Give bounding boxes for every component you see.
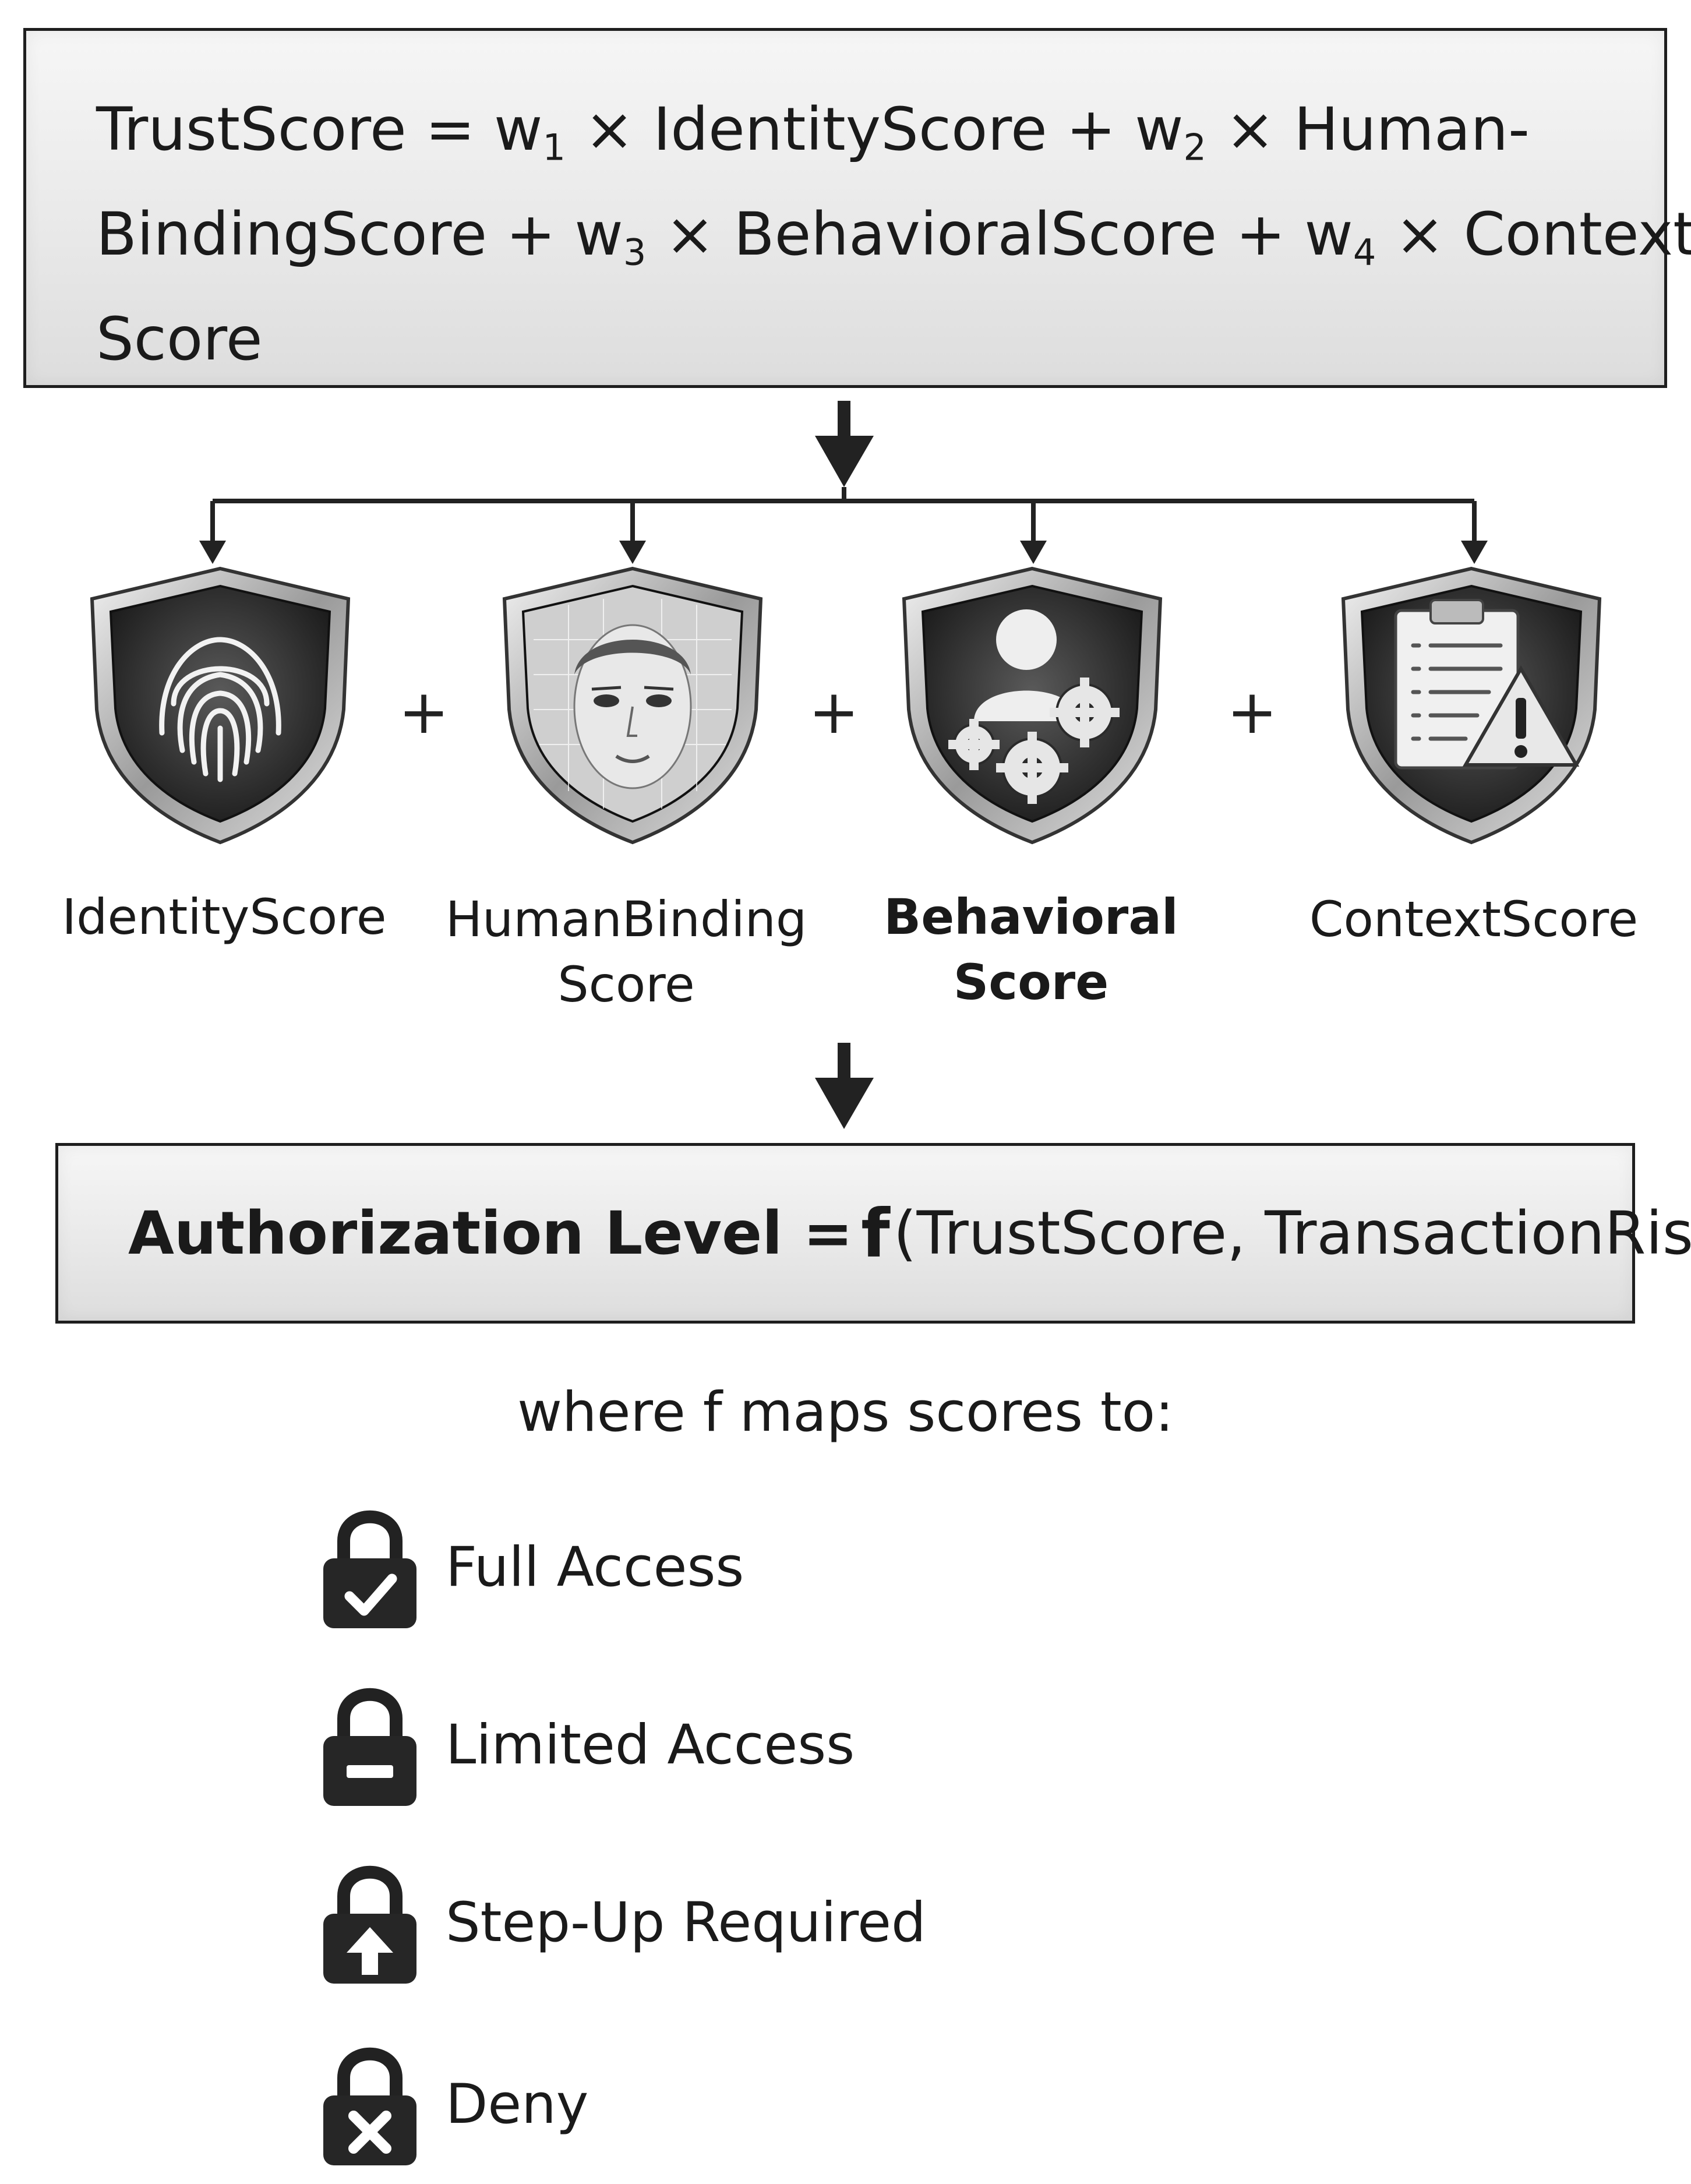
plus-operator: + [809,676,860,747]
formula-line-3: Score [96,305,263,374]
function-symbol: f [861,1194,890,1272]
down-arrow-icon [815,401,874,487]
level-label: Full Access [446,1535,744,1599]
label-line: HumanBinding [445,891,807,948]
fingerprint-icon [90,566,351,845]
user-gears-icon [902,566,1163,845]
branch-connector [210,487,1477,542]
face-scan-icon [502,566,763,845]
level-label: Limited Access [446,1713,855,1777]
formula-term: × IdentityScore + w [565,95,1184,164]
mapping-intro: where f maps scores to: [517,1381,1174,1444]
formula-line-1: TrustScore = w1 × IdentityScore + w2 × H… [96,77,1629,182]
trust-score-formula-box: TrustScore = w1 × IdentityScore + w2 × H… [23,28,1691,388]
authorization-level-formula: Authorization Level = f (TrustScore, Tra… [128,1146,1691,1321]
label-line: IdentityScore [62,888,387,945]
weight-subscript: 1 [542,126,566,169]
behavioral-score-label: Behavioral Score [862,884,1200,1015]
weight-subscript: 2 [1183,126,1206,169]
level-label: Step-Up Required [446,1890,926,1954]
clipboard-warning-icon [1341,566,1602,845]
formula-term: BindingScore + w [96,200,623,269]
level-full-access: Full Access [317,1509,744,1628]
level-label: Deny [446,2072,589,2136]
authorization-level-box: Authorization Level = f (TrustScore, Tra… [55,1143,1691,1324]
label-line: Score [557,956,695,1013]
plus-operator: + [398,676,450,747]
formula-term: × Human- [1206,95,1530,164]
down-arrow-icon [815,1043,874,1129]
branch-arrowheads [199,541,1488,564]
label-line: Behavioral [884,888,1178,945]
label-line: Score [953,954,1109,1011]
level-step-up-required: Step-Up Required [317,1864,926,1984]
level-limited-access: Limited Access [317,1686,855,1806]
human-binding-score-label: HumanBinding Score [425,887,827,1017]
level-deny: Deny [317,2046,589,2165]
formula-term: × Context- [1376,200,1691,269]
weight-subscript: 4 [1353,231,1376,274]
weight-subscript: 3 [623,231,647,274]
label-line: ContextScore [1309,891,1639,948]
context-score-label: ContextScore [1293,887,1654,952]
authorization-left: Authorization Level = [128,1198,853,1268]
lock-check-icon [323,1510,416,1628]
formula-term: TrustScore = w [96,95,543,164]
authorization-args: (TrustScore, TransactionRisk) [893,1198,1691,1268]
lock-minus-icon [323,1688,416,1806]
lock-x-icon [323,2047,416,2165]
formula-term: × BehavioralScore + w [646,200,1353,269]
lock-arrow-up-icon [323,1865,416,1984]
trust-score-formula: TrustScore = w1 × IdentityScore + w2 × H… [96,77,1691,392]
plus-operator: + [1227,676,1278,747]
formula-line-2: BindingScore + w3 × BehavioralScore + w4… [96,182,1691,287]
identity-score-label: IdentityScore [55,884,393,950]
